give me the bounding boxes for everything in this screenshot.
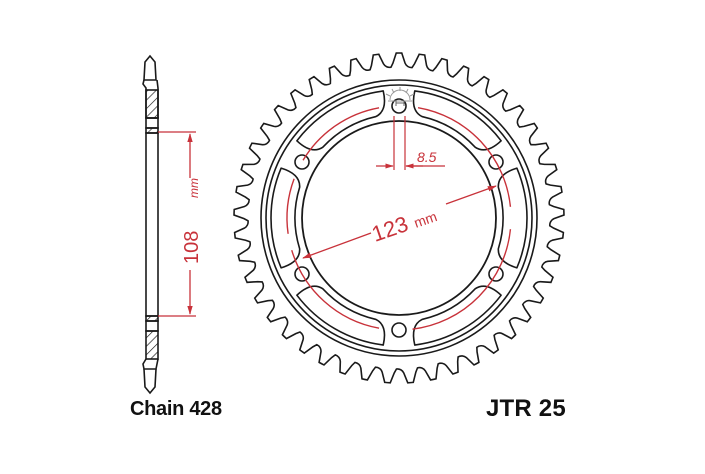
dimension-123-value: 123 <box>368 211 411 247</box>
bolt-hole <box>391 98 407 114</box>
sprocket-front-view <box>233 52 565 384</box>
bottom-web <box>145 320 159 332</box>
sprocket-teeth <box>233 52 565 384</box>
rim-inner <box>265 84 533 352</box>
bottom-hatch <box>145 330 159 360</box>
sun-logo-icon <box>385 87 415 106</box>
dimension-123-unit: mm <box>412 208 439 231</box>
lightening-window <box>412 285 502 346</box>
center-bore <box>301 120 497 316</box>
bolt-hole <box>488 154 504 170</box>
bolt-hole <box>294 266 310 282</box>
bolt-circle-arc <box>291 249 380 329</box>
bolt-circle-arc <box>412 229 512 330</box>
model-number-label: JTR 25 <box>486 395 566 422</box>
dimension-108-unit: mm <box>187 178 201 198</box>
rim-outer <box>260 79 538 357</box>
center-web <box>145 132 159 317</box>
dimension-108mm <box>158 131 196 317</box>
lightening-window <box>270 167 301 269</box>
bolt-hole <box>488 266 504 282</box>
bottom-rim-section <box>142 358 159 370</box>
lightening-window <box>296 90 386 151</box>
bolt-circle <box>286 106 512 330</box>
bolt-circle-arc <box>417 106 512 207</box>
lightening-window <box>296 285 386 346</box>
top-hatch <box>145 89 159 119</box>
bottom-tooth-profile <box>143 368 157 395</box>
bolt-circle-arc <box>302 107 380 161</box>
bolt-hole <box>294 154 310 170</box>
bolt-holes <box>294 98 504 338</box>
chain-size-label: Chain 428 <box>130 398 222 420</box>
lightening-window <box>497 167 528 269</box>
lightening-window <box>412 90 502 151</box>
dimension-8-5-value: 8.5 <box>417 149 437 165</box>
dimension-108-value: 108 <box>181 231 203 264</box>
top-tooth-profile <box>143 54 157 81</box>
dimension-8-5 <box>376 116 445 170</box>
bolt-circle-arc <box>286 178 295 234</box>
bolt-hole <box>391 322 407 338</box>
lightening-windows <box>270 90 528 346</box>
top-web <box>145 117 159 129</box>
side-profile-view <box>142 54 159 395</box>
dimension-123mm <box>302 185 497 259</box>
